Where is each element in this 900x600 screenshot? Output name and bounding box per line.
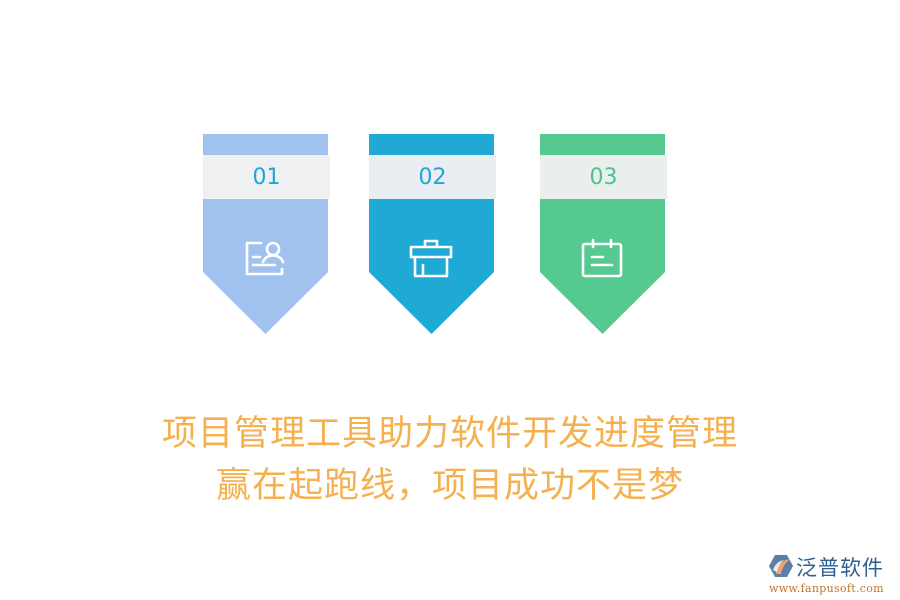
brand-watermark: 泛普软件 www.fanpusoft.com bbox=[766, 551, 896, 597]
step-number: 02 bbox=[418, 164, 447, 190]
gift-box-icon bbox=[409, 239, 453, 278]
step-number-band: 02 bbox=[369, 155, 496, 199]
fanpu-logo-icon bbox=[769, 555, 793, 577]
brand-name: 泛普软件 bbox=[796, 556, 884, 580]
headline: 项目管理工具助力软件开发进度管理 赢在起跑线，项目成功不是梦 bbox=[0, 408, 900, 512]
step-banner-02: 02 bbox=[369, 134, 496, 334]
step-banner-03: 03 bbox=[540, 134, 667, 334]
headline-line-1: 项目管理工具助力软件开发进度管理 bbox=[161, 414, 738, 454]
id-card-user-icon bbox=[245, 241, 285, 276]
step-number: 03 bbox=[589, 164, 618, 190]
brand-url: www.fanpusoft.com bbox=[769, 582, 884, 595]
step-number-band: 03 bbox=[540, 155, 667, 199]
calendar-icon bbox=[581, 238, 623, 278]
step-banner-01: 01 bbox=[203, 134, 330, 334]
step-number-band: 01 bbox=[203, 155, 330, 199]
step-number: 01 bbox=[252, 164, 281, 190]
headline-line-2: 赢在起跑线，项目成功不是梦 bbox=[215, 466, 684, 506]
